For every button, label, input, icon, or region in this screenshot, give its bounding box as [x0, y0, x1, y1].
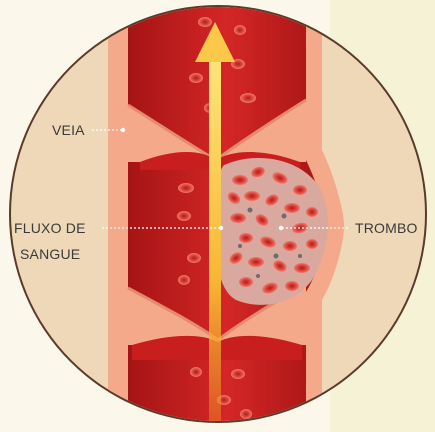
blood-flow-label-line2: SANGUE	[20, 246, 80, 262]
vein-group	[108, 0, 344, 432]
vein-leader-dot	[121, 128, 125, 132]
blood-flow-label-line1: FLUXO DE	[14, 220, 86, 236]
thrombus-label: TROMBO	[355, 220, 418, 236]
flow-leader-dot	[219, 226, 223, 230]
thrombus-leader-dot	[279, 226, 283, 230]
vein-label: VEIA	[52, 122, 85, 138]
